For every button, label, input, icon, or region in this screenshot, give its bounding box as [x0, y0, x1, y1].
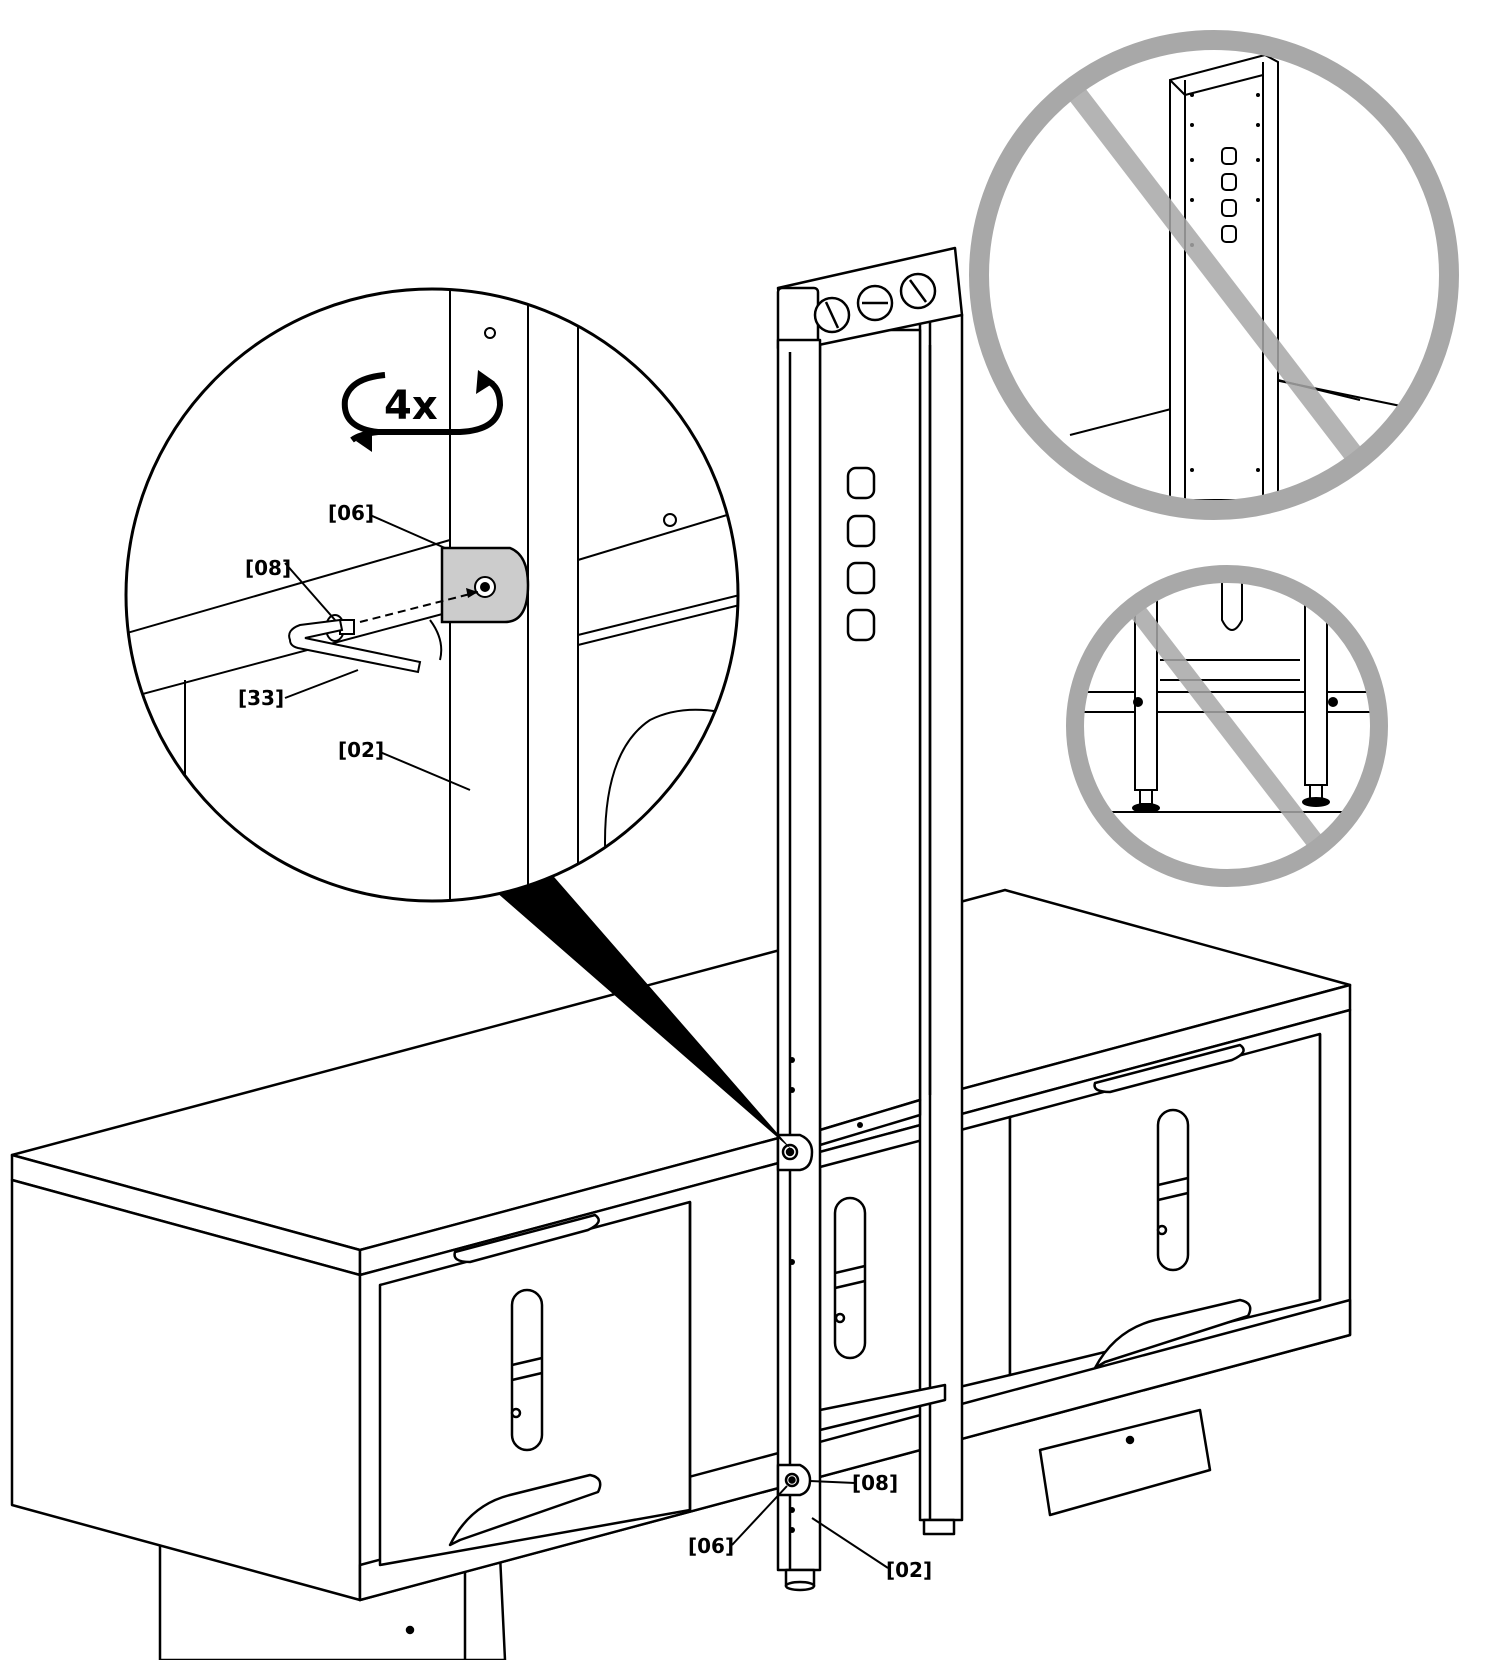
center-panel — [818, 328, 922, 1132]
repeat-badge: 4x — [341, 370, 504, 452]
label-screw: [08] — [245, 556, 291, 580]
rear-post — [918, 313, 964, 1522]
repeat-count: 4x — [384, 383, 438, 429]
detail-circle-border — [124, 287, 740, 903]
prohibition-ring — [969, 30, 1459, 520]
prohibition-slash — [1066, 83, 1366, 467]
cable-hole — [846, 466, 876, 500]
tv-stand-frame — [776, 246, 964, 1592]
label-bracket: [06] — [328, 501, 374, 525]
main-label-screw: [08] — [852, 1471, 898, 1495]
tv-cabinet — [10, 888, 1352, 1662]
prohibited-example-bottom — [1066, 565, 1388, 887]
cable-hole — [846, 561, 876, 595]
door-slot-left — [510, 1288, 544, 1452]
cable-hole — [846, 514, 876, 548]
door-slot-right — [1156, 1108, 1190, 1272]
main-label-bracket: [06] — [688, 1534, 734, 1558]
top-cap — [776, 246, 964, 354]
label-hex-key: [33] — [238, 686, 284, 710]
main-label-post: [02] — [886, 1558, 932, 1582]
label-post: [02] — [338, 738, 384, 762]
door-slot-center — [833, 1196, 867, 1360]
detail-bracket — [440, 546, 530, 624]
detail-view: 4x [06] [08] [33] [02] — [124, 287, 740, 903]
front-post — [776, 338, 822, 1572]
cable-hole — [846, 608, 876, 642]
cabinet-plinth-right — [1038, 1408, 1212, 1517]
prohibition-ring — [1066, 565, 1388, 887]
prohibition-slash — [1130, 606, 1328, 854]
callout-pointer — [480, 870, 792, 1150]
detail-hex-key — [288, 618, 422, 674]
prohibited-example-top — [969, 30, 1459, 520]
main-labels: [08] [06] [02] — [688, 1471, 932, 1582]
